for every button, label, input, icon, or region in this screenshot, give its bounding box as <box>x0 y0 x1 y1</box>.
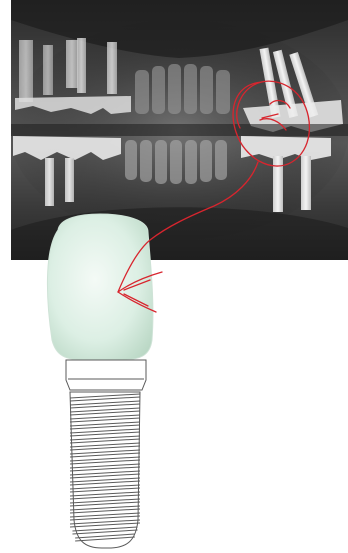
crown-shape <box>47 214 153 360</box>
abutment <box>66 360 146 390</box>
implant-screw <box>70 392 140 548</box>
